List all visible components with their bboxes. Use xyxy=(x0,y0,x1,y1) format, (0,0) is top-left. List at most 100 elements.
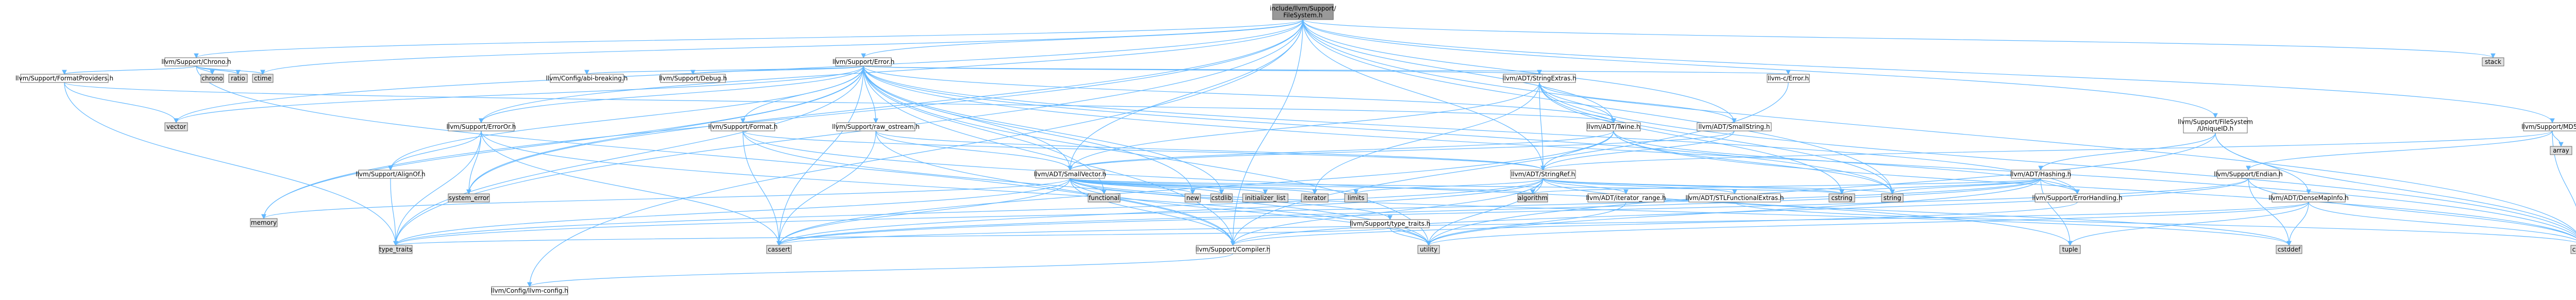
dependency-edge xyxy=(1890,178,2041,195)
node-label: initializer_list xyxy=(1245,194,1286,202)
node-label: llvm/Support/Compiler.h xyxy=(1195,246,1270,253)
node-label: new xyxy=(1187,194,1199,202)
node-typetraits_h[interactable]: llvm/Support/type_traits.h xyxy=(1350,219,1431,228)
dependency-edge xyxy=(1839,178,2041,195)
node-array: array xyxy=(2550,146,2572,155)
dependency-edge xyxy=(776,65,864,246)
dependency-edge xyxy=(1067,130,1735,171)
dependency-edge xyxy=(740,65,864,124)
dependency-edge xyxy=(1426,132,2216,246)
node-densemapinfo[interactable]: llvm/ADT/DenseMapInfo.h xyxy=(2268,193,2349,203)
node-error_h[interactable]: llvm/Support/Error.h xyxy=(833,57,895,66)
dependency-edge xyxy=(861,19,1303,59)
node-compiler[interactable]: llvm/Support/Compiler.h xyxy=(1195,245,1270,254)
node-smallstring[interactable]: llvm/ADT/SmallString.h xyxy=(1697,122,1772,131)
node-iterrange[interactable]: llvm/ADT/iterator_range.h xyxy=(1586,193,1666,203)
node-root[interactable]: include/llvm/Support/FileSystem.h xyxy=(1270,4,1336,20)
node-tuple: tuple xyxy=(2059,245,2081,254)
dependency-edge xyxy=(393,178,1071,246)
node-label: llvm/Support/MD5.h xyxy=(2521,123,2576,130)
node-endian[interactable]: llvm/Support/Endian.h xyxy=(2214,170,2283,179)
dependency-edge xyxy=(261,178,1071,220)
dependency-edge xyxy=(1613,130,2576,238)
dependency-edge xyxy=(742,130,782,246)
node-label: iterator xyxy=(1303,194,1327,202)
node-fsunique[interactable]: llvm/Support/FileSystem/UniqueID.h xyxy=(2178,117,2253,134)
dependency-edge xyxy=(1543,178,1629,195)
node-label: llvm/Support/Debug.h xyxy=(659,75,727,82)
dependency-edge xyxy=(863,65,1195,195)
node-functional: functional xyxy=(1088,193,1121,203)
dependency-edge xyxy=(393,130,482,246)
node-rawostream[interactable]: llvm/Support/raw_ostream.h xyxy=(832,122,920,131)
node-chrono_h[interactable]: llvm/Support/Chrono.h xyxy=(161,57,231,66)
node-stringref[interactable]: llvm/ADT/StringRef.h xyxy=(1510,170,1576,179)
dependency-edge xyxy=(1613,130,2080,195)
dependency-edge xyxy=(194,19,1303,59)
node-twine[interactable]: llvm/ADT/Twine.h xyxy=(1586,122,1641,131)
node-alignof[interactable]: llvm/Support/AlignOf.h xyxy=(355,170,426,179)
dependency-edge xyxy=(2040,178,2073,246)
dependency-edge xyxy=(776,130,876,246)
node-initlist: initializer_list xyxy=(1242,193,1289,203)
node-label: llvm/Config/llvm-config.h xyxy=(491,287,568,294)
node-stringextras[interactable]: llvm/ADT/StringExtras.h xyxy=(1502,74,1577,83)
node-iterator: iterator xyxy=(1301,193,1329,203)
node-label: type_traits xyxy=(379,246,412,253)
node-label: cstdlib xyxy=(1211,194,1231,202)
dependency-edge xyxy=(1540,130,1614,171)
dependency-edge xyxy=(388,130,482,171)
dependency-edge xyxy=(863,65,1541,75)
node-llvmconfig[interactable]: llvm/Config/llvm-config.h xyxy=(491,286,568,295)
dependency-edge xyxy=(863,65,1235,246)
node-chrono: chrono xyxy=(200,74,224,83)
dependency-edge xyxy=(2040,178,2080,195)
node-cerrno[interactable]: llvm-c/Error.h xyxy=(1767,74,1810,83)
node-label: llvm/ADT/iterator_range.h xyxy=(1586,194,1666,202)
dependency-edge xyxy=(1539,82,1895,195)
dependency-edge xyxy=(1540,130,2553,171)
node-limits: limits xyxy=(1344,193,1368,203)
dependency-edge xyxy=(1302,19,1546,171)
dependency-edge xyxy=(2038,132,2216,171)
node-stack: stack xyxy=(2482,57,2504,66)
node-md5[interactable]: llvm/Support/MD5.h xyxy=(2521,122,2576,131)
node-label: llvm/Config/abi-breaking.h xyxy=(546,75,628,82)
node-label: llvm/Support/FileSystem xyxy=(2178,119,2253,126)
dependency-edge xyxy=(1530,178,2041,195)
dependency-edge xyxy=(481,130,782,246)
node-erroror[interactable]: llvm/Support/ErrorOr.h xyxy=(447,122,516,131)
dependency-edge xyxy=(875,130,1073,171)
dependency-edge xyxy=(863,65,1616,124)
node-label: cstring xyxy=(1831,194,1852,202)
dependency-edge xyxy=(479,19,1303,124)
node-label: llvm/ADT/DenseMapInfo.h xyxy=(2268,194,2348,202)
dependency-edge xyxy=(260,19,1303,75)
node-errhandling[interactable]: llvm/Support/ErrorHandling.h xyxy=(2032,193,2123,203)
node-new: new xyxy=(1184,193,1201,203)
dependency-edge xyxy=(690,65,864,75)
node-abi[interactable]: llvm/Config/abi-breaking.h xyxy=(546,74,628,83)
node-label: llvm/Support/Error.h xyxy=(833,58,895,65)
dependency-edge xyxy=(1070,178,1195,195)
node-label: system_error xyxy=(449,194,489,202)
dependency-edge xyxy=(1312,82,1540,195)
node-utility: utility xyxy=(1417,245,1440,254)
node-memory: memory xyxy=(250,218,278,227)
node-format[interactable]: llvm/Support/Format.h xyxy=(708,122,778,131)
node-typetraits: type_traits xyxy=(379,245,413,254)
dependency-edge xyxy=(2308,202,2576,241)
node-label: llvm/Support/Format.h xyxy=(708,123,778,130)
node-label: llvm/Support/FormatProviders.h xyxy=(15,75,113,82)
node-hashing[interactable]: llvm/ADT/Hashing.h xyxy=(2010,170,2072,179)
dependency-edge xyxy=(1067,130,1614,171)
node-label: limits xyxy=(1348,194,1365,202)
dependency-edge xyxy=(64,82,179,124)
node-stlfunc[interactable]: llvm/ADT/STLFunctionalExtras.h xyxy=(1685,193,1784,203)
node-debug[interactable]: llvm/Support/Debug.h xyxy=(659,74,727,83)
node-smallvector[interactable]: llvm/ADT/SmallVector.h xyxy=(1034,170,1106,179)
node-fmtprov[interactable]: llvm/Support/FormatProviders.h xyxy=(15,74,113,83)
dependency-edge xyxy=(2067,202,2309,246)
dependency-edge xyxy=(1543,178,2292,246)
